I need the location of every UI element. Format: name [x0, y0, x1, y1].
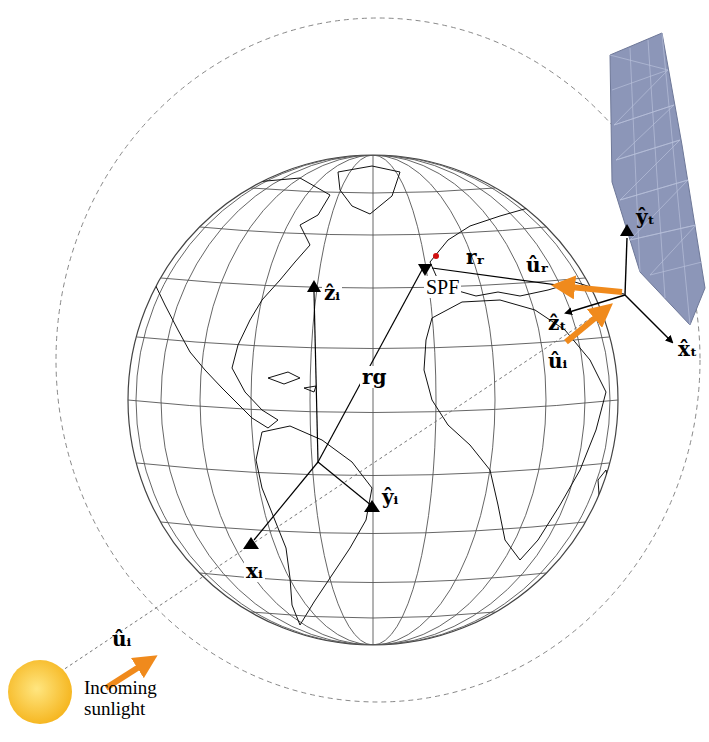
axis-label: ẑᵢ [322, 282, 342, 304]
caption-text: Incoming sunlight [84, 678, 166, 720]
sunlight-ray [60, 304, 612, 672]
ui-vector [566, 309, 606, 342]
ur-vector [560, 286, 622, 292]
point-label: SPF [424, 276, 461, 298]
earth-globe [128, 155, 618, 645]
inertial-axes [254, 268, 423, 540]
orbit [56, 18, 700, 702]
axis-label: ẑₜ [548, 312, 567, 334]
axis-label: ŷᵢ [380, 486, 400, 508]
mirror-panel [610, 33, 705, 325]
axis-heads [243, 264, 432, 549]
axis-label: x̂ₜ [678, 338, 697, 360]
vector-label: ûᵣ [526, 254, 549, 276]
spf-dot [433, 253, 439, 259]
axis-label: xᵢ [244, 560, 265, 582]
vector-label: rᵣ [466, 246, 485, 268]
vector-label: ûᵢ [112, 628, 131, 650]
yt-head [620, 224, 634, 236]
vector-label: ûᵢ [548, 350, 567, 372]
sun [8, 660, 72, 724]
vector-label: rg [360, 366, 389, 388]
axis-label: ŷₜ [636, 206, 655, 228]
